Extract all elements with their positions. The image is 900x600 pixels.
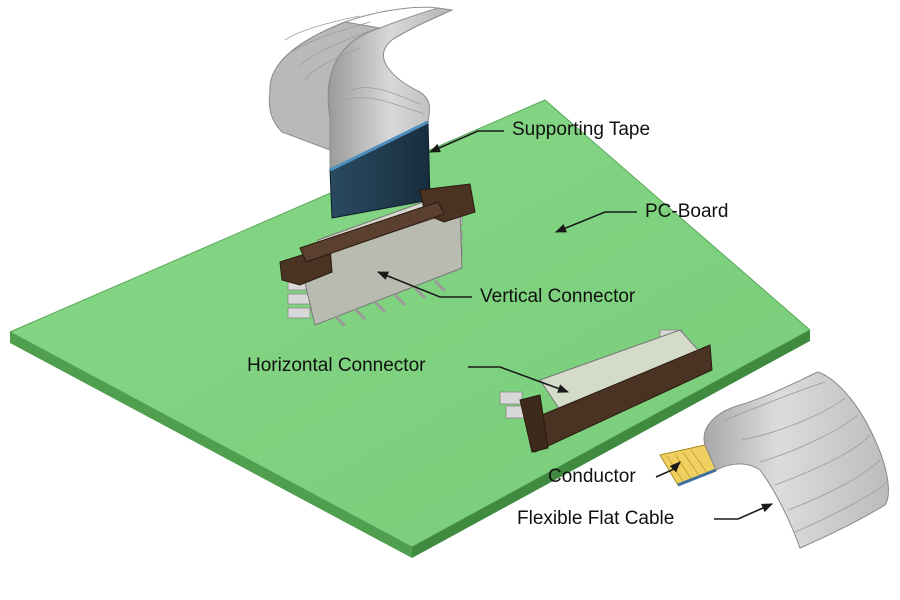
leader-lines [376,130,774,520]
vertical-connector-arrow [376,271,472,298]
conductor-arrow [655,461,681,478]
horizontal-connector-label: Horizontal Connector [247,355,426,376]
horizontal-connector-arrow [468,366,570,393]
vertical-connector-label: Vertical Connector [480,286,636,307]
horizontal-connector [499,329,713,453]
flexible-flat-cable-label: Flexible Flat Cable [517,508,675,529]
pc-board-label: PC-Board [645,201,729,222]
pc-board-arrow [554,211,637,233]
lower-flat-cable [703,371,889,549]
supporting-tape-arrow [428,130,504,153]
supporting-tape-label: Supporting Tape [512,119,651,140]
vertical-connector [279,183,476,328]
flexible-flat-cable-arrow [714,503,774,520]
conductor-label: Conductor [548,466,636,487]
